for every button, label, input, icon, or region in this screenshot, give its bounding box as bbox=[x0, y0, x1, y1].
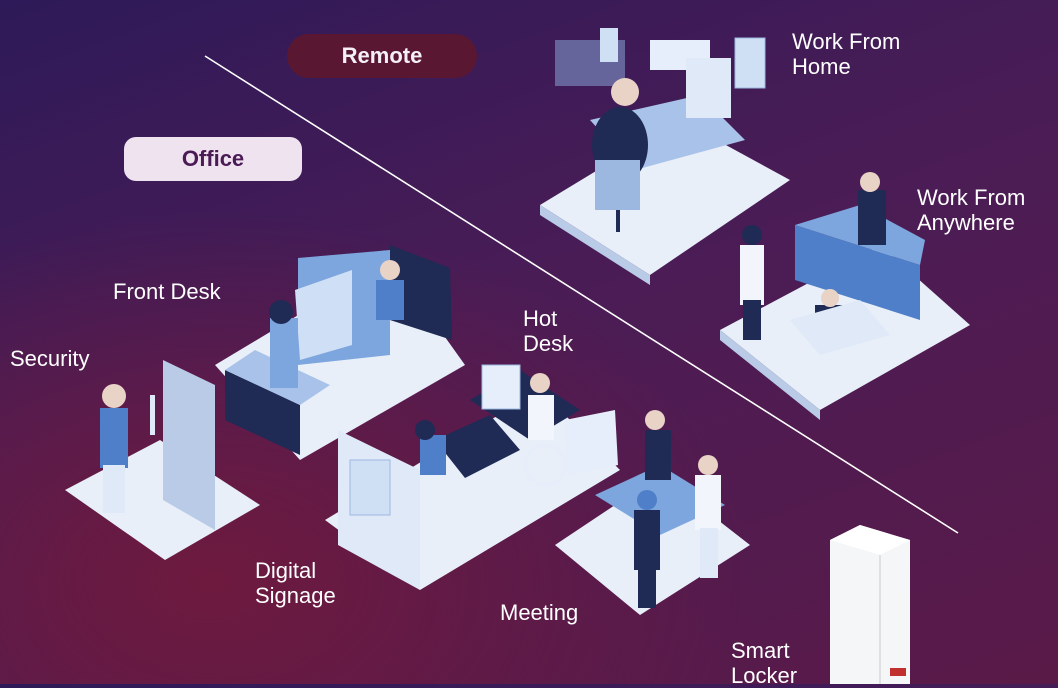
office-zone-badge: Office bbox=[124, 137, 302, 181]
smart-locker-illustration bbox=[830, 525, 910, 684]
meeting-scene bbox=[555, 410, 750, 615]
hot-desk-scene bbox=[325, 364, 620, 590]
work-from-anywhere-label: Work From Anywhere bbox=[917, 185, 1026, 235]
remote-zone-badge: Remote bbox=[287, 34, 477, 78]
work-from-anywhere-scene bbox=[720, 172, 970, 420]
hot-desk-label: Hot Desk bbox=[523, 306, 574, 356]
work-from-home-scene bbox=[540, 28, 790, 285]
security-label: Security bbox=[10, 346, 90, 371]
meeting-label: Meeting bbox=[500, 600, 579, 625]
zone-divider-line bbox=[204, 55, 959, 534]
work-from-home-label: Work From Home bbox=[792, 29, 901, 79]
smart-locker-label: Smart Locker bbox=[731, 638, 798, 688]
front-desk-label: Front Desk bbox=[113, 279, 221, 304]
security-scene bbox=[65, 360, 260, 560]
digital-signage-label: Digital Signage bbox=[255, 558, 336, 608]
front-desk-scene bbox=[215, 245, 465, 460]
